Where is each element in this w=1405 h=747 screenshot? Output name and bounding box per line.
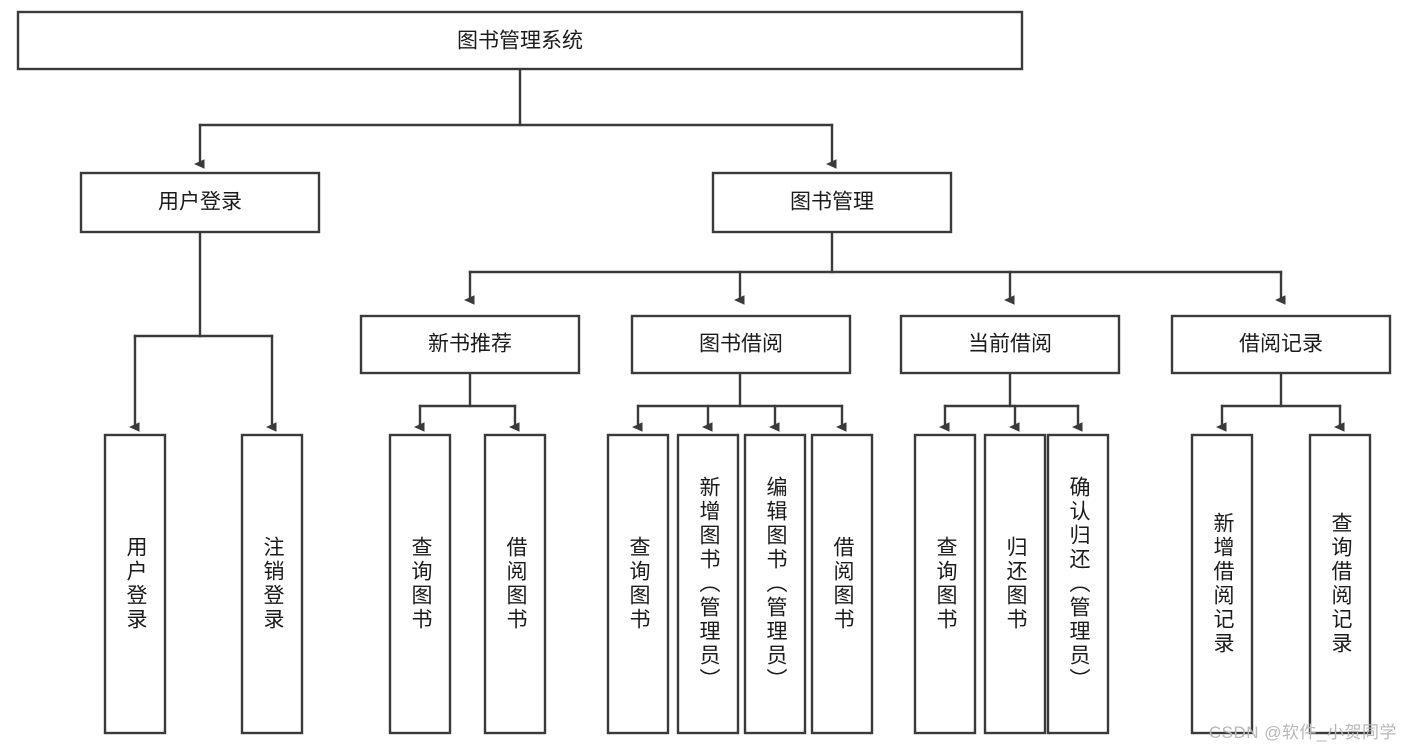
node-current-borrow[interactable]	[899, 314, 1121, 375]
node-book-management-label: 图书管理	[790, 191, 874, 214]
connectors-bookborrow-to-leaves	[632, 371, 847, 432]
node-book-borrow-label: 图书借阅	[699, 333, 783, 356]
node-book-management[interactable]	[711, 171, 953, 234]
leaf-user-login-1[interactable]	[240, 433, 304, 735]
connectors-booksmgmt-to-level3	[464, 230, 1286, 305]
connectors-borrowrecord-to-leaves	[1216, 371, 1345, 432]
connectors-newbook-to-leaves	[414, 371, 520, 432]
node-user-login-label: 用户登录	[158, 191, 242, 214]
connectors-userlogin-to-leaves	[129, 230, 277, 432]
leaf-new-book-1[interactable]	[483, 433, 547, 735]
node-borrow-record[interactable]	[1170, 314, 1392, 375]
node-new-book-recommend[interactable]	[359, 314, 581, 375]
leaf-book-borrow-0[interactable]	[606, 433, 670, 735]
leaf-book-borrow-2[interactable]	[743, 433, 807, 735]
leaf-new-book-0[interactable]	[388, 433, 452, 735]
leaf-current-borrow-0[interactable]	[913, 433, 977, 735]
leaf-user-login-0[interactable]	[103, 433, 167, 735]
leaf-borrow-record-0[interactable]	[1190, 433, 1254, 735]
leaf-current-borrow-2[interactable]	[1046, 433, 1110, 735]
node-user-login[interactable]	[79, 171, 321, 234]
node-book-borrow[interactable]	[630, 314, 852, 375]
leaf-book-borrow-1[interactable]	[676, 433, 740, 735]
node-new-book-recommend-label: 新书推荐	[428, 333, 512, 356]
connectors-root-to-level2	[194, 67, 837, 169]
leaf-current-borrow-1[interactable]	[983, 433, 1047, 735]
node-current-borrow-label: 当前借阅	[968, 333, 1052, 356]
csdn-watermark: CSDN @软件_小贺同学	[1208, 723, 1397, 742]
leaf-book-borrow-3[interactable]	[810, 433, 874, 735]
node-root-library-system[interactable]	[16, 10, 1024, 71]
connectors-currentborrow-to-leaves	[939, 371, 1083, 432]
node-borrow-record-label: 借阅记录	[1239, 333, 1323, 356]
leaf-borrow-record-1[interactable]	[1308, 433, 1372, 735]
node-root-library-system-label: 图书管理系统	[457, 30, 583, 53]
